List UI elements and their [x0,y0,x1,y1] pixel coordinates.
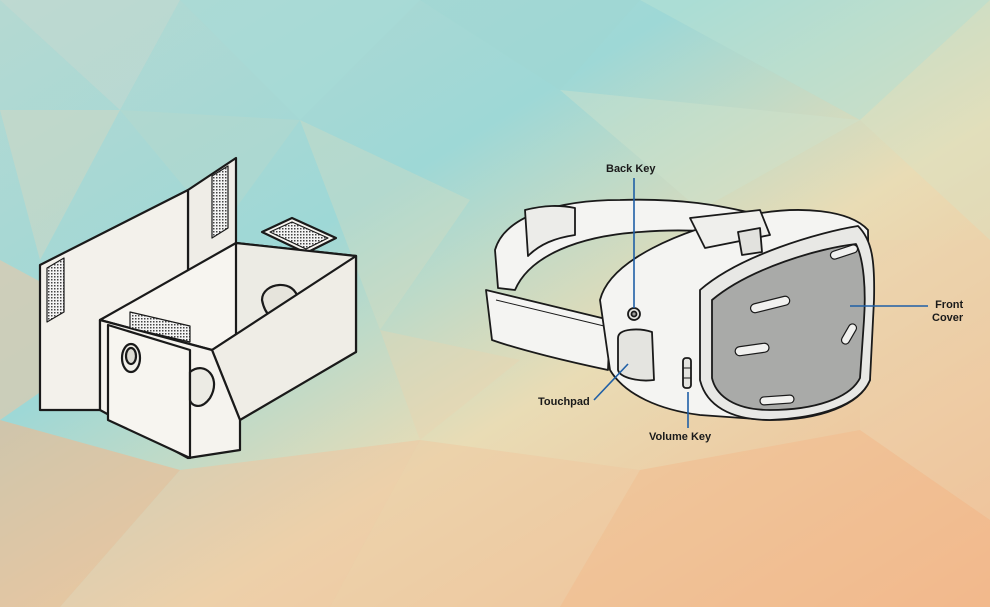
touchpad-label: Touchpad [538,396,590,408]
back-key-label: Back Key [606,163,656,175]
cardboard-vr-viewer [38,156,358,460]
touchpad-leader [593,363,629,401]
volume-key-label: Volume Key [649,431,712,443]
callout-leader-lines [593,178,928,428]
front-cover-label: Front Cover [932,299,963,325]
vr-headset [485,198,876,421]
front-cover-label-line1: Front [935,299,964,311]
front-cover-label-line2: Cover [932,312,964,324]
